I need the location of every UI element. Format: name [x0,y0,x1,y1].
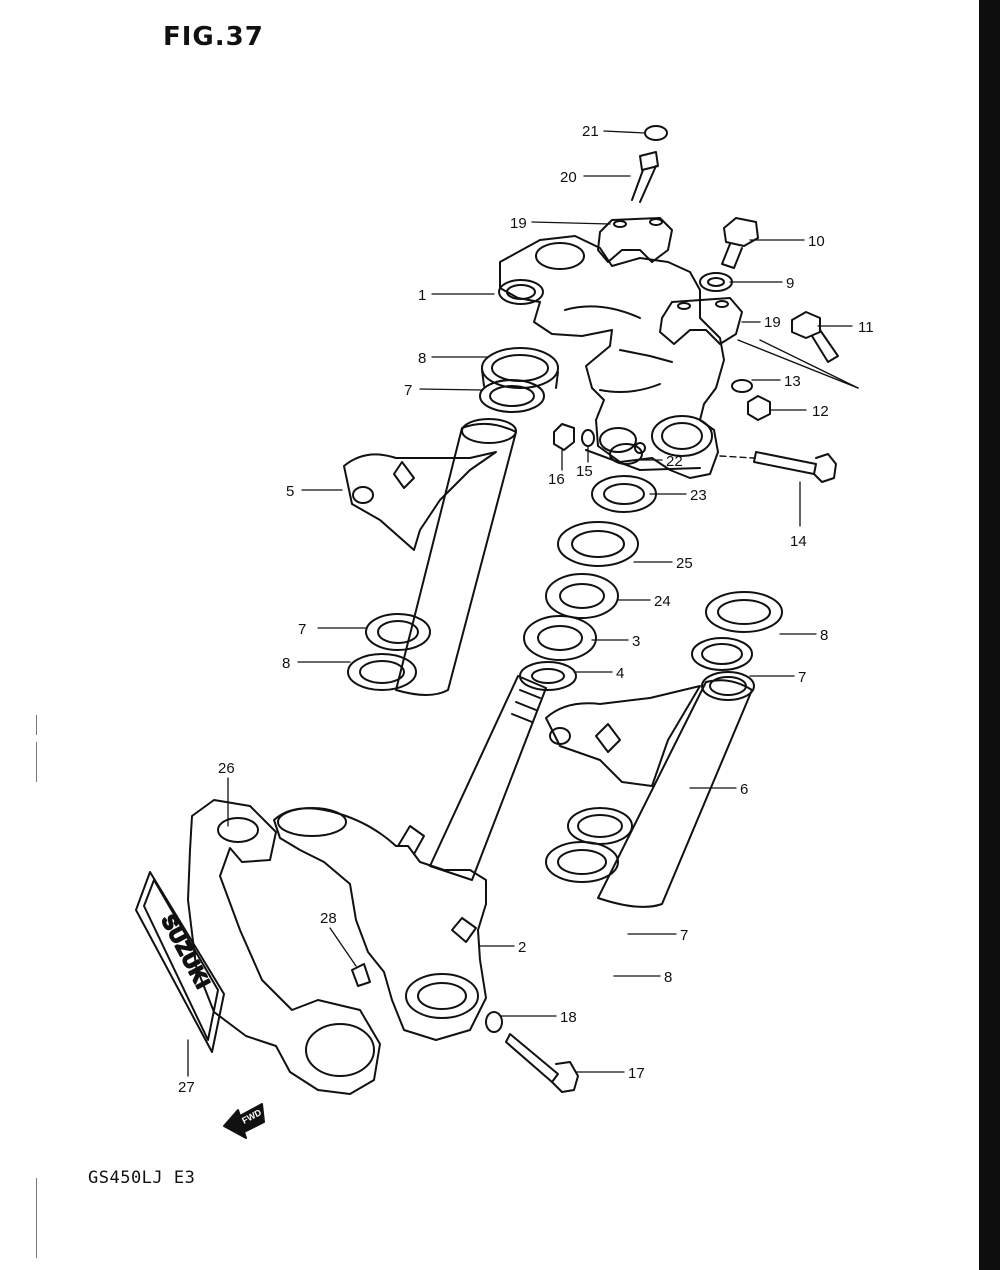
callout-26: 26 [218,760,235,777]
callout-21: 21 [582,123,599,140]
upper-bracket-part [498,235,725,479]
callout-13: 13 [784,373,801,390]
callout-8: 8 [418,350,426,367]
nut [747,395,771,421]
washer [699,272,733,292]
headlight-bracket-right [545,671,755,908]
headlight-bracket-left [343,418,517,696]
model-code: GS450LJ E3 [88,1168,196,1188]
callout-17: 17 [628,1065,645,1082]
handlebar-holder-right [659,297,743,345]
callout-3: 3 [632,633,640,650]
nut-16 [553,423,575,451]
emblem-bracket [187,799,381,1095]
callout-1: 1 [418,287,426,304]
callout-19: 19 [764,314,781,331]
callout-11: 11 [858,319,874,336]
callout-15: 15 [576,463,593,480]
callout-7: 7 [680,927,688,944]
margin-tick [36,1178,37,1258]
callout-18: 18 [560,1009,577,1026]
callout-numbers: 21 20 19 1 8 7 5 7 8 10 9 19 11 13 12 14… [178,123,874,1096]
clip [351,963,371,987]
callout-14: 14 [790,533,807,550]
callout-24: 24 [654,593,671,610]
callout-19: 19 [510,215,527,232]
callout-8: 8 [820,627,828,644]
page-edge-border [979,0,1000,1270]
callout-25: 25 [676,555,693,572]
callout-5: 5 [286,483,294,500]
steering-stem-lower-bracket [273,675,547,1041]
callout-22: 22 [666,453,683,470]
callout-28: 28 [320,910,337,927]
fwd-arrow-icon: FWD [223,1103,265,1139]
holder-bolt [631,151,659,203]
callout-7: 7 [798,669,806,686]
callout-27: 27 [178,1079,195,1096]
margin-tick [36,715,37,735]
pinch-bolt [753,451,837,483]
callout-4: 4 [616,665,624,682]
callout-9: 9 [786,275,794,292]
margin-tick [36,742,37,782]
bolt-cap [644,125,668,141]
callout-20: 20 [560,169,577,186]
callout-leaders [187,130,853,1077]
callout-6: 6 [740,781,748,798]
callout-2: 2 [518,939,526,956]
callout-8: 8 [282,655,290,672]
callout-7: 7 [404,382,412,399]
lock-washer [731,379,753,393]
handlebar-holder-upper [597,217,673,263]
clamp-bolt [791,311,839,363]
washer-18 [485,1011,503,1033]
callout-7: 7 [298,621,306,638]
handlebar-bolt [721,217,759,269]
steering-bearings [519,443,657,691]
washer-15 [581,429,595,447]
callout-10: 10 [808,233,825,250]
emblem-plate: SUZUKI [135,871,225,1053]
callout-23: 23 [690,487,707,504]
lower-pinch-bolt [505,1033,579,1093]
callout-12: 12 [812,403,829,420]
leader-dash-lines [719,339,859,459]
figure-title: FIG.37 [163,22,264,52]
fork-cover-seat [347,347,783,883]
callout-16: 16 [548,471,565,488]
callout-8: 8 [664,969,672,986]
